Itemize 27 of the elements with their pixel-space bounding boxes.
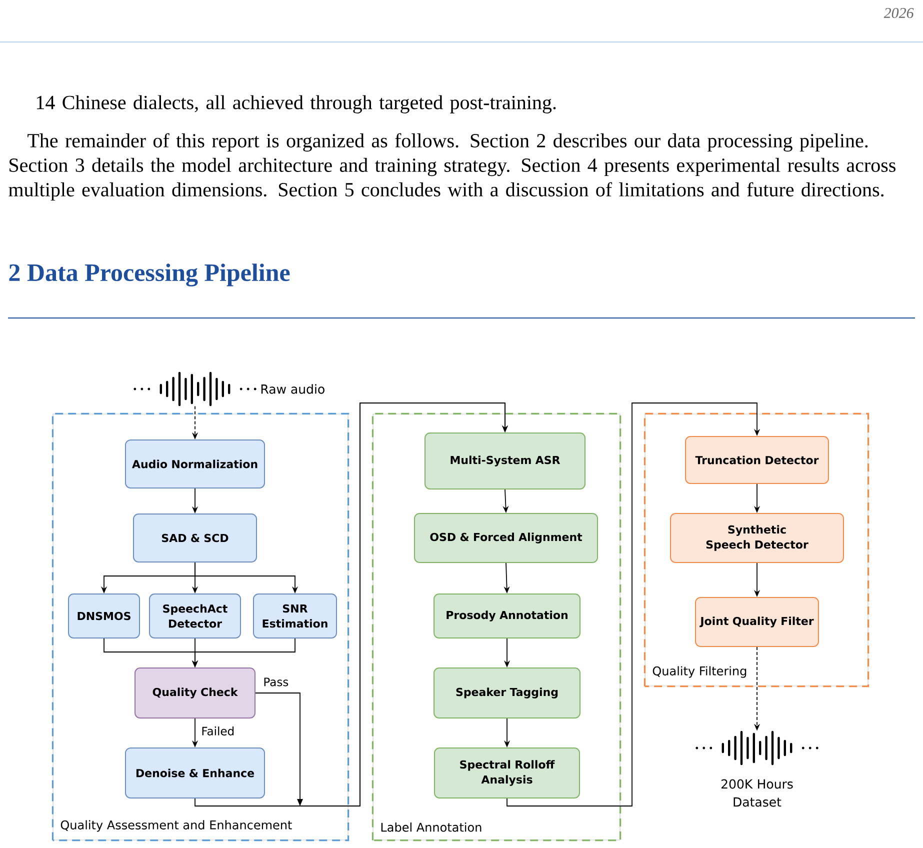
arrow <box>506 402 760 806</box>
waveform-drawing <box>696 730 818 766</box>
process-box: DNSMOS <box>68 594 140 638</box>
process-box: Audio Normalization <box>125 440 265 488</box>
process-box: Denoise & Enhance <box>125 748 265 798</box>
process-box: Prosody Annotation <box>434 594 580 638</box>
node-label: 200K Hours Dataset <box>722 779 793 807</box>
edge-label: Failed <box>202 726 234 736</box>
process-box: Truncation Detector <box>685 436 829 484</box>
process-box: Multi-System ASR <box>424 432 586 490</box>
process-box: SAD & SCD <box>133 514 257 562</box>
process-box: SpeechAct Detector <box>149 594 241 638</box>
node-label: Raw audio <box>261 384 324 394</box>
process-box: Synthetic Speech Detector <box>670 513 844 563</box>
running-header: 2026 <box>884 8 914 18</box>
process-box: Quality Check <box>134 668 256 718</box>
edge-label: Pass <box>264 678 288 686</box>
paragraph: The remainder of this report is organized as follows. Section 2 describes our data processing pipeline. Section 3 details the model architecture and training strategy. Section 4 presents experimental results across multiple evaluation dimensions. Section 5 concludes with a discussion of limitations and future directions. <box>8 133 896 201</box>
process-box: SNR Estimation <box>253 594 337 638</box>
process-box: Speaker Tagging <box>434 668 580 718</box>
arrow <box>194 402 508 806</box>
process-box: Spectral Rolloff Analysis <box>434 748 580 798</box>
section-heading: 2 Data Processing Pipeline <box>9 264 290 286</box>
paragraph: 14 Chinese dialects, all achieved through targeted post-training. <box>36 95 556 114</box>
process-box: OSD & Forced Alignment <box>414 513 598 563</box>
process-box: Joint Quality Filter <box>695 597 819 647</box>
waveform-drawing <box>134 372 256 406</box>
